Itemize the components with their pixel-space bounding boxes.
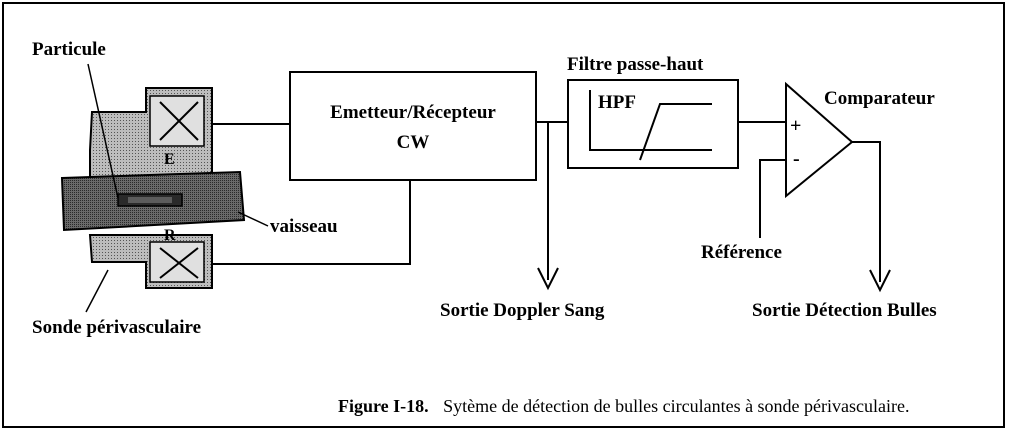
reference-label: Référence xyxy=(701,242,782,263)
probe-e-label: E xyxy=(164,151,175,168)
transceiver-label-line2: CW xyxy=(397,132,430,153)
comparator-symbol xyxy=(785,81,854,199)
vessel xyxy=(60,170,246,232)
particle-label: Particule xyxy=(32,39,106,60)
probe-leader xyxy=(85,269,109,313)
bubble-output-arrow xyxy=(869,269,891,293)
doppler-output-label: Sortie Doppler Sang xyxy=(440,300,605,321)
comparator-label: Comparateur xyxy=(824,88,935,109)
particle-leader xyxy=(87,63,119,199)
perivascular-probe xyxy=(88,87,213,289)
transceiver-label-line1: Emetteur/Récepteur xyxy=(330,102,496,123)
comparator-minus: - xyxy=(793,148,800,170)
vessel-label: vaisseau xyxy=(270,216,338,237)
hpf-inner-label: HPF xyxy=(598,92,636,113)
doppler-output-arrow xyxy=(537,267,559,291)
bubble-output-label: Sortie Détection Bulles xyxy=(752,300,937,321)
vessel-leader xyxy=(237,211,269,227)
filter-title: Filtre passe-haut xyxy=(567,54,704,75)
figure-caption: Figure I-18. Sytème de détection de bull… xyxy=(338,396,910,416)
comparator-plus: + xyxy=(790,115,801,137)
caption-text: Sytème de détection de bulles circulante… xyxy=(443,396,909,416)
transceiver-block xyxy=(289,71,537,181)
figure-number: Figure I-18. xyxy=(338,396,429,416)
hpf-response-icon xyxy=(589,90,712,161)
probe-label: Sonde périvasculaire xyxy=(32,317,201,338)
probe-r-label: R xyxy=(164,227,176,244)
wires xyxy=(212,121,881,282)
